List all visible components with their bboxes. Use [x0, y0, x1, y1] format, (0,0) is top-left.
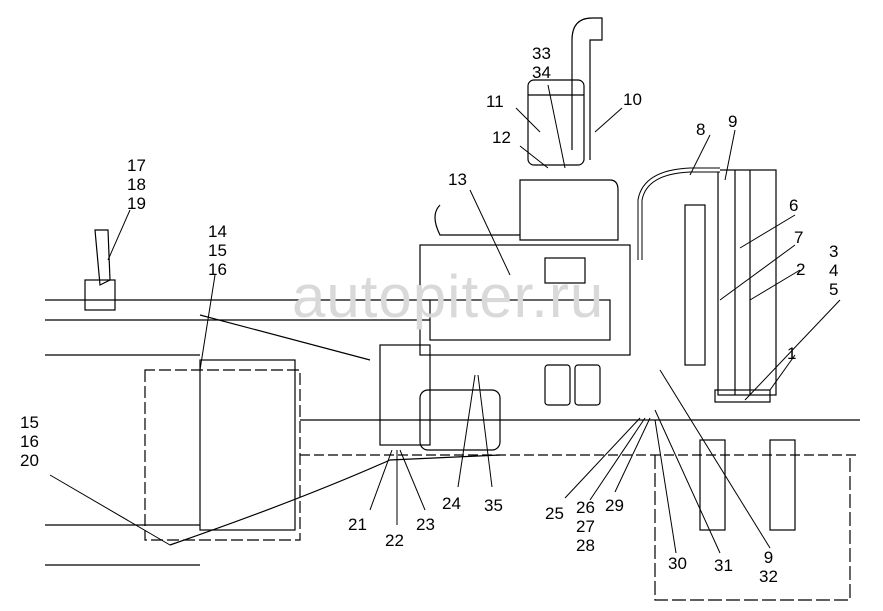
callout-13: 13: [448, 170, 467, 189]
callout-8: 8: [696, 120, 706, 139]
callout-9-32: 9 32: [759, 548, 778, 586]
callout-35: 35: [484, 496, 503, 515]
air-cleaner: [527, 79, 585, 166]
pedal: [94, 229, 111, 286]
radiator: [717, 169, 777, 396]
callout-7: 7: [794, 228, 804, 247]
callout-21: 21: [348, 515, 367, 534]
callout-23: 23: [416, 515, 435, 534]
callout-25: 25: [545, 504, 564, 523]
callout-33-34: 33 34: [532, 44, 551, 82]
radiator-hose: [637, 167, 720, 260]
fuel-filter: [544, 364, 571, 406]
callout-22: 22: [385, 531, 404, 550]
callout-31: 31: [714, 556, 733, 575]
callout-2: 2: [796, 260, 806, 279]
callout-24: 24: [442, 494, 461, 513]
engine-mount: [714, 389, 771, 403]
intake-housing: [519, 179, 619, 241]
callout-29: 29: [605, 496, 624, 515]
callout-26-28: 26 27 28: [576, 498, 595, 555]
callout-9-top: 9: [728, 112, 738, 131]
gearbox: [419, 389, 501, 451]
callout-14-16: 14 15 16: [208, 222, 227, 279]
callout-10: 10: [623, 90, 642, 109]
callout-11: 11: [486, 92, 504, 111]
exhaust-pipe: [571, 17, 603, 160]
callout-1: 1: [787, 344, 797, 363]
cable: [169, 454, 501, 546]
control-rod: [199, 314, 371, 361]
callout-15-20: 15 16 20: [20, 413, 39, 470]
callout-30: 30: [668, 554, 687, 573]
callout-12: 12: [492, 128, 511, 147]
watermark-text: autopiter.ru: [292, 263, 605, 330]
callout-6: 6: [789, 196, 799, 215]
callout-17-19: 17 18 19: [127, 156, 146, 213]
callout-3-5: 3 4 5: [829, 242, 839, 299]
